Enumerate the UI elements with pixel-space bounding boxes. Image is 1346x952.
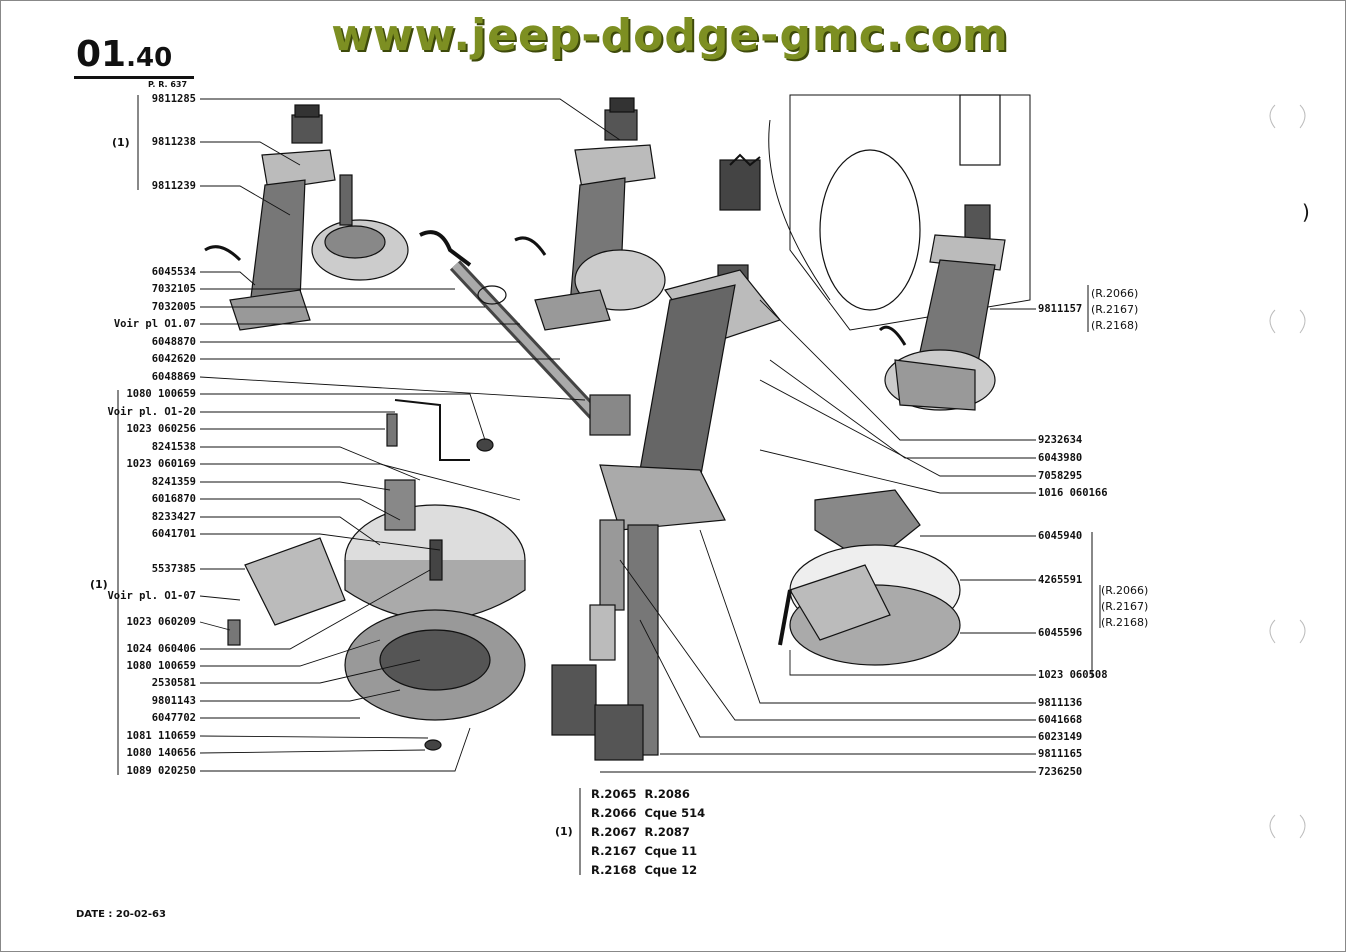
plate-number-main: 01 — [76, 34, 127, 75]
part-label-left-17: 8233427 — [151, 511, 196, 523]
group-mark-bottom: (1) — [555, 825, 573, 838]
part-label-left-10: 1080 100659 — [126, 388, 196, 400]
part-label-left-4: 7032105 — [151, 283, 196, 295]
part-label-right-4: 1016 060166 — [1038, 487, 1108, 499]
part-label-left-25: 9801143 — [151, 695, 196, 707]
group-mark-top: (1) — [112, 136, 130, 149]
plate-number: 01.40 — [76, 34, 172, 75]
part-label-left-19: 5537385 — [151, 563, 196, 575]
ref-upper-1: (R.2167) — [1091, 303, 1139, 316]
part-label-left-23: 1080 100659 — [126, 660, 196, 672]
part-label-left-11: Voir pl. O1-20 — [107, 406, 196, 418]
part-label-left-21: 1023 060209 — [126, 616, 196, 628]
part-label-right-7: 6045596 — [1038, 627, 1083, 639]
part-label-left-6: Voir pl O1.07 — [113, 318, 196, 330]
part-label-right-5: 6045940 — [1038, 530, 1083, 542]
plate-number-sub: .40 — [126, 43, 173, 73]
part-label-left-18: 6041701 — [151, 528, 196, 540]
part-label-left-28: 1080 140656 — [126, 747, 196, 759]
part-label-right-8: 1023 060508 — [1038, 669, 1108, 681]
filter-assembly-right — [778, 489, 961, 666]
part-label-right-3: 7058295 — [1038, 470, 1083, 482]
part-label-left-12: 1023 060256 — [126, 423, 196, 435]
watermark-text: www.jeep-dodge-gmc.com — [331, 10, 1009, 61]
part-label-left-1: 9811238 — [151, 136, 196, 148]
ref-lower-2: (R.2168) — [1101, 616, 1149, 629]
leader-lines — [199, 98, 1036, 773]
punch-hole-marks — [1269, 104, 1306, 839]
part-label-left-29: 1089 020250 — [126, 765, 196, 777]
pump-assembly-top-center — [514, 97, 666, 331]
group-mark-mid: (1) — [90, 578, 108, 591]
part-label-left-15: 8241359 — [151, 476, 196, 488]
right-bracket-lines — [1087, 285, 1101, 678]
part-label-left-3: 6045534 — [151, 266, 196, 278]
ref-upper-0: (R.2066) — [1091, 287, 1139, 300]
part-label-left-27: 1081 110659 — [126, 730, 196, 742]
part-label-left-7: 6048870 — [151, 336, 196, 348]
ref-lower-1: (R.2167) — [1101, 600, 1149, 613]
bottom-ref-1: R.2066 Cque 514 — [591, 806, 706, 820]
part-label-left-26: 6047702 — [151, 712, 196, 724]
bottom-ref-2: R.2067 R.2087 — [591, 825, 690, 839]
part-label-left-5: 7032005 — [151, 301, 196, 313]
part-label-right-0: 9811157 — [1038, 303, 1083, 315]
part-label-right-11: 6023149 — [1038, 731, 1083, 743]
part-label-left-20: Voir pl. O1-07 — [107, 590, 196, 602]
part-label-right-2: 6043980 — [1038, 452, 1083, 464]
plate-ref: P. R. 637 — [148, 80, 188, 89]
part-label-right-12: 9811165 — [1038, 748, 1083, 760]
date-stamp: DATE : 20-02-63 — [76, 909, 166, 920]
part-label-left-2: 9811239 — [151, 180, 196, 192]
pump-body-center — [551, 153, 782, 761]
plate-underline — [74, 76, 194, 79]
part-label-right-10: 6041668 — [1038, 714, 1083, 726]
part-label-left-22: 1024 060406 — [126, 643, 196, 655]
part-label-right-6: 4265591 — [1038, 574, 1083, 586]
pump-assembly-top-left — [204, 104, 472, 331]
part-label-left-0: 9811285 — [151, 93, 196, 105]
filter-assembly-left — [227, 399, 526, 751]
part-label-left-14: 1023 060169 — [126, 458, 196, 470]
pump-assembly-right — [878, 204, 1006, 411]
bottom-ref-0: R.2065 R.2086 — [591, 787, 690, 801]
left-bracket-lines — [117, 95, 581, 875]
part-label-left-24: 2530581 — [151, 677, 196, 689]
part-label-right-1: 9232634 — [1038, 434, 1083, 446]
part-label-right-13: 7236250 — [1038, 766, 1083, 778]
part-label-left-13: 8241538 — [151, 441, 196, 453]
part-label-right-9: 9811136 — [1038, 697, 1083, 709]
ref-upper-2: (R.2168) — [1091, 319, 1139, 332]
part-label-left-9: 6048869 — [151, 371, 196, 383]
drive-shaft-diagonal — [449, 260, 631, 436]
bottom-ref-3: R.2167 Cque 11 — [591, 844, 698, 858]
engine-block-outline — [768, 94, 1031, 331]
part-label-left-8: 6042620 — [151, 353, 196, 365]
stray-mark: ) — [1302, 200, 1310, 224]
part-label-left-16: 6016870 — [151, 493, 196, 505]
ref-lower-0: (R.2066) — [1101, 584, 1149, 597]
bottom-ref-4: R.2168 Cque 12 — [591, 863, 698, 877]
